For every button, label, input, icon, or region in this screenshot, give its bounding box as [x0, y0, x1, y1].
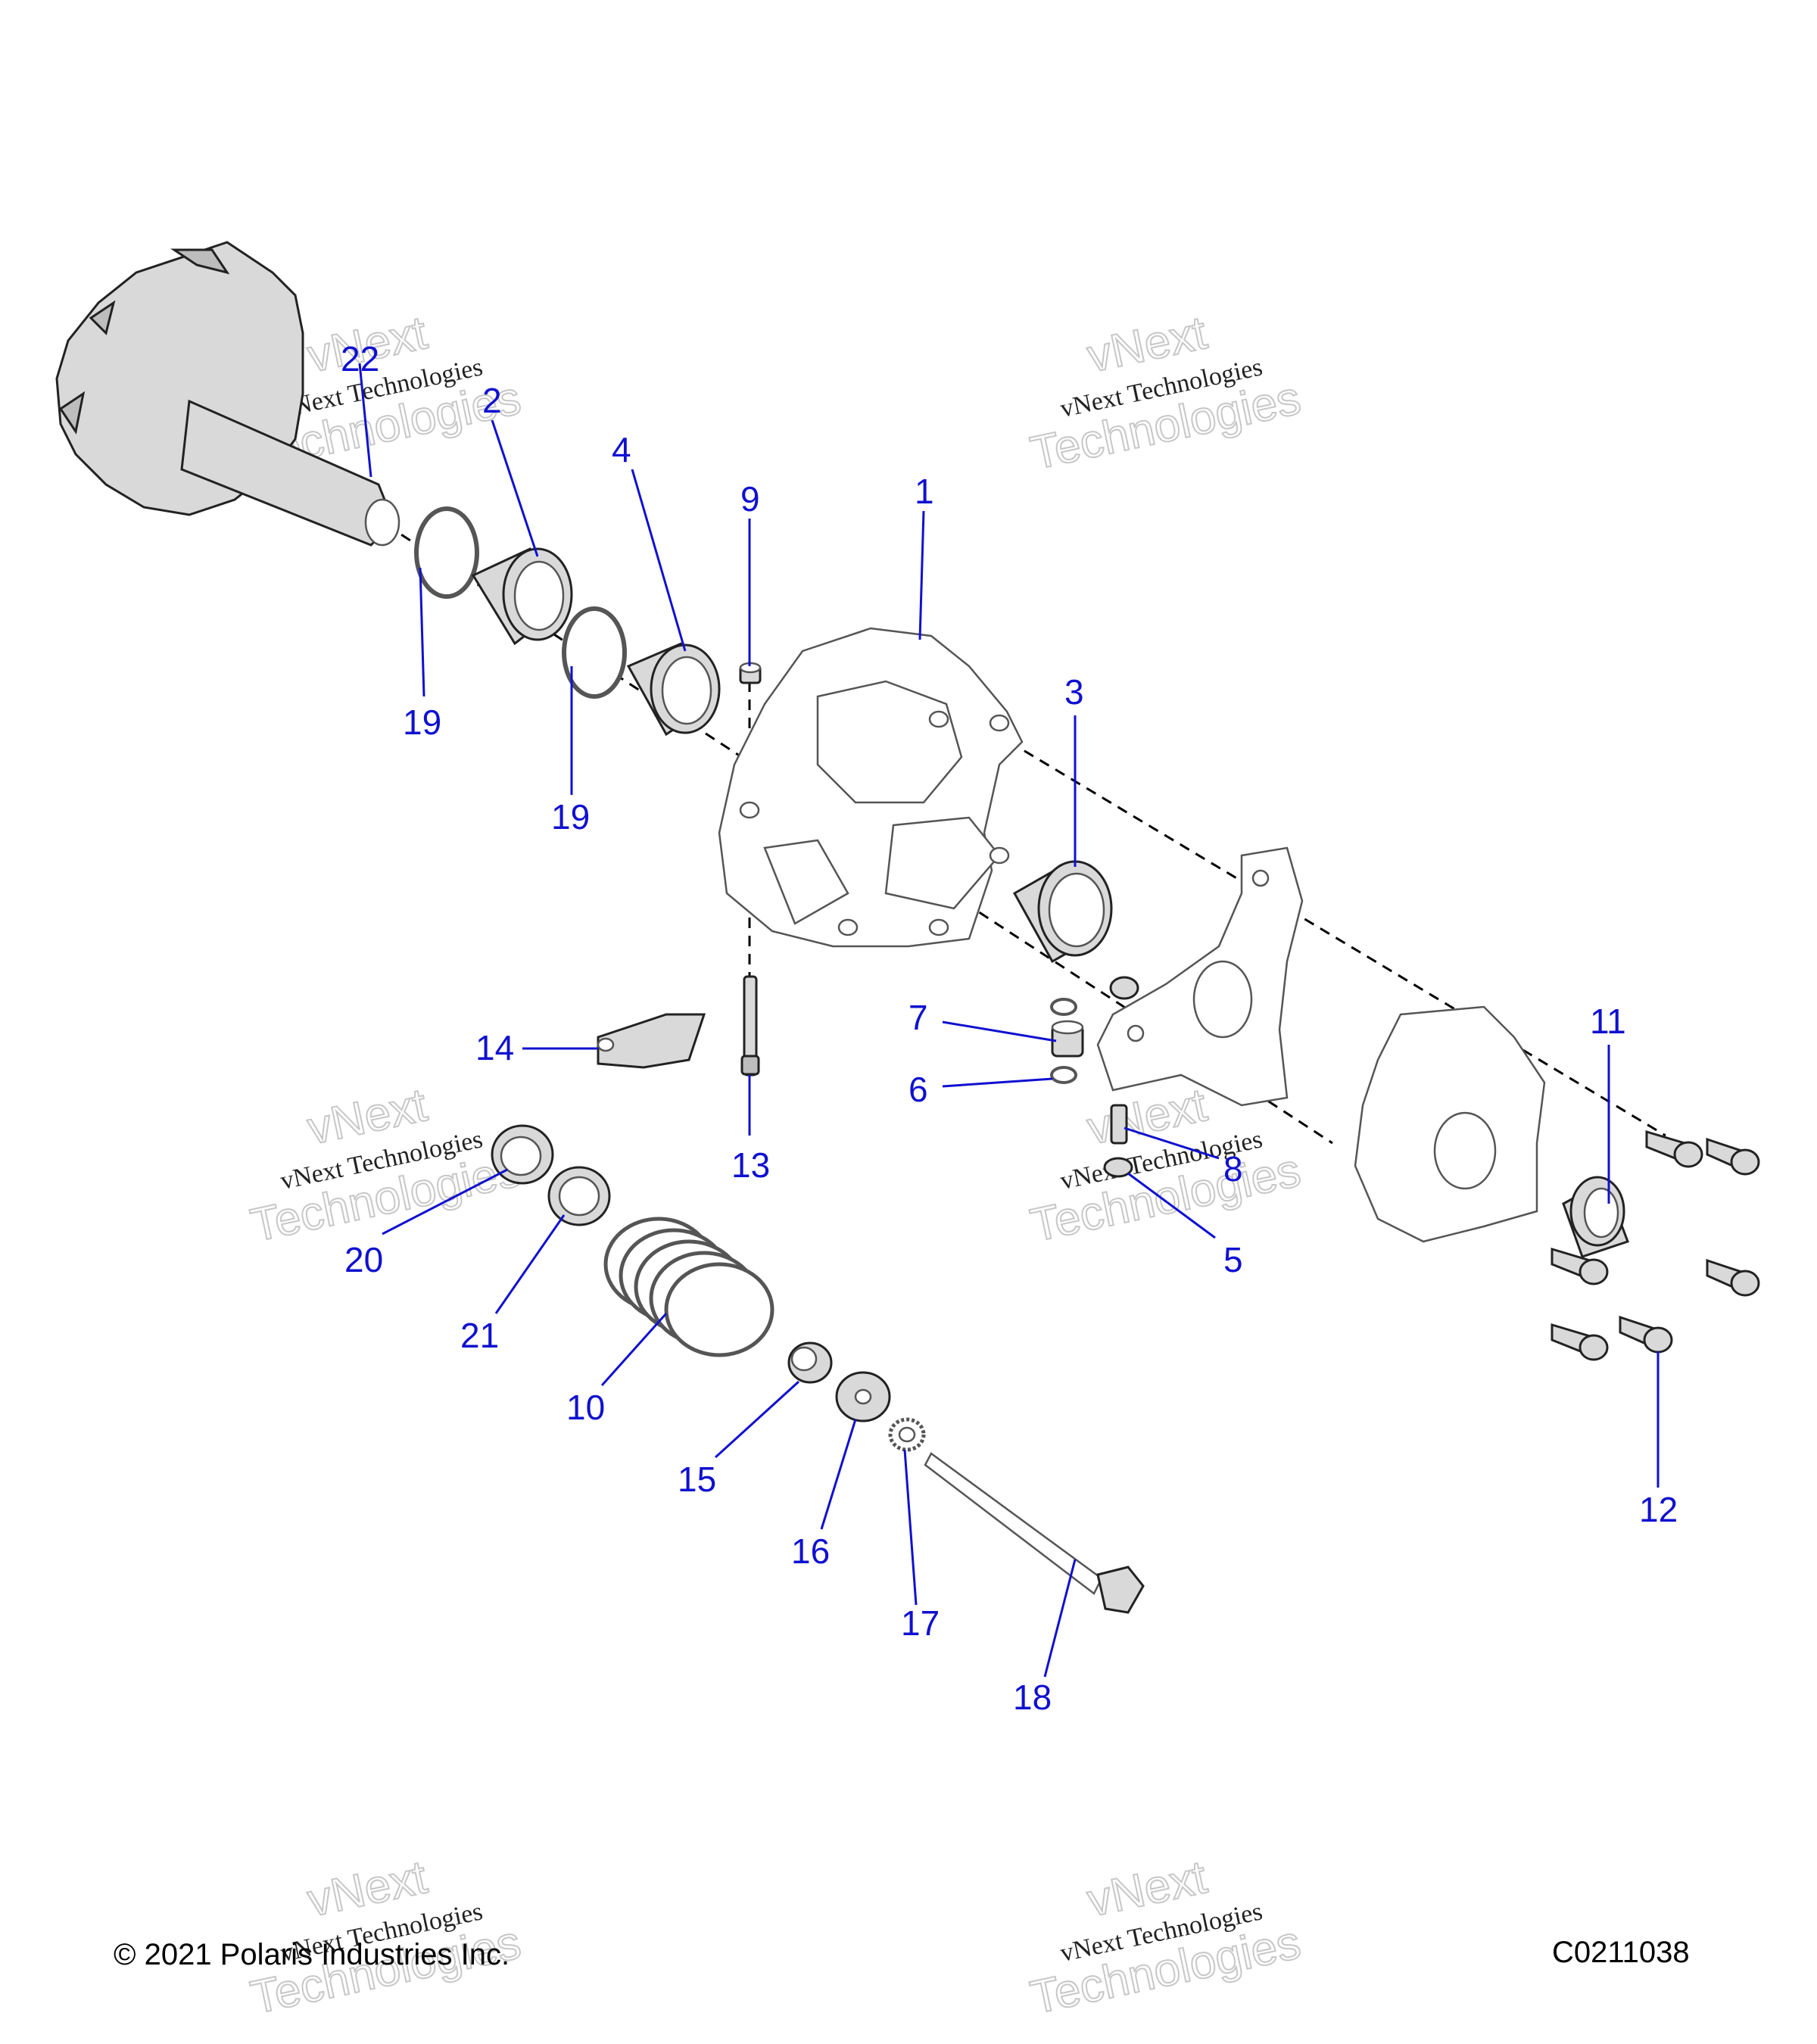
callout-13: 13: [731, 1145, 770, 1185]
callout-2: 2: [482, 381, 502, 420]
bolt-3: [1551, 1247, 1609, 1285]
upper-axis-centerline: [946, 703, 1666, 1137]
bolt-1: [1645, 1129, 1703, 1168]
callout-22: 22: [341, 339, 379, 379]
part-13-pin: [740, 975, 760, 1077]
callout-10: 10: [566, 1388, 605, 1427]
leader-6: [942, 1077, 1053, 1088]
leader-2: [491, 419, 539, 557]
leader-8: [1124, 1126, 1220, 1160]
part-nut-upper: [1109, 976, 1139, 1000]
part-10-spring: [603, 1217, 774, 1357]
part-22-sheave-shaft: [55, 241, 400, 547]
watermark-mid-left: vNext vNext Technologies Technologies: [245, 1078, 525, 1253]
callout-16: 16: [791, 1531, 830, 1571]
callout-21: 21: [460, 1316, 499, 1355]
leader-19a: [419, 567, 425, 697]
part-4-bushing: [626, 642, 721, 737]
leader-22: [358, 363, 372, 478]
bolt-4: [1706, 1258, 1760, 1297]
callout-20: 20: [344, 1240, 383, 1279]
part-19-ring-a: [414, 506, 479, 599]
callout-7: 7: [908, 998, 928, 1037]
leader-5: [1127, 1172, 1216, 1239]
part-15-spacer: [787, 1341, 833, 1384]
watermark-top-right: vNext vNext Technologies Technologies: [1025, 306, 1305, 481]
callout-8: 8: [1223, 1149, 1243, 1189]
leader-18: [1043, 1559, 1077, 1678]
part-18-bolt: [924, 1452, 1145, 1614]
bolt-2: [1706, 1137, 1760, 1176]
callout-12: 12: [1639, 1490, 1678, 1529]
callout-19a: 19: [403, 703, 441, 742]
part-6-washer-bottom: [1050, 1066, 1077, 1084]
part-14-weight: [597, 1013, 706, 1069]
part-1-housing: [718, 627, 1024, 948]
part-6-washer-top: [1050, 998, 1077, 1016]
part-2-bushing: [471, 547, 573, 646]
leader-7: [942, 1020, 1057, 1042]
callout-4: 4: [612, 430, 631, 469]
leader-16: [820, 1419, 857, 1530]
copyright-text: © 2021 Polaris Industries Inc.: [114, 1938, 510, 1971]
part-19-ring-b: [562, 606, 627, 699]
callout-17: 17: [901, 1603, 940, 1643]
leader-10: [600, 1312, 668, 1387]
drawing-code: C0211038: [1552, 1936, 1690, 1969]
part-21-washer: [547, 1166, 611, 1226]
callout-6: 6: [908, 1070, 928, 1109]
leader-15: [714, 1380, 800, 1459]
part-16-washer: [835, 1371, 891, 1422]
cover-plate: [1354, 1005, 1546, 1243]
leader-20: [382, 1168, 508, 1235]
callout-18: 18: [1013, 1678, 1052, 1717]
callout-5: 5: [1223, 1240, 1243, 1279]
bolt-6: [1619, 1315, 1673, 1354]
part-11-bushing: [1562, 1176, 1629, 1258]
callout-11: 11: [1590, 1002, 1626, 1041]
callout-9: 9: [740, 479, 760, 519]
leader-1: [918, 510, 925, 640]
watermark-bottom-right: vNext vNext Technologies Technologies: [1025, 1850, 1305, 2025]
callout-1: 1: [915, 472, 934, 511]
spider-casting: [1096, 846, 1304, 1107]
callout-15: 15: [678, 1460, 716, 1499]
part-7-roller: [1051, 1020, 1084, 1058]
leader-4: [631, 469, 687, 652]
callout-3: 3: [1064, 672, 1084, 712]
callout-19b: 19: [551, 797, 590, 837]
bolt-5: [1551, 1323, 1609, 1361]
part-17-lockwasher: [888, 1417, 926, 1452]
watermark-bottom-left: vNext vNext Technologies Technologies: [245, 1850, 525, 2025]
part-20-ring: [491, 1124, 554, 1185]
callout-14: 14: [475, 1028, 514, 1067]
part-3-bushing: [1012, 860, 1113, 964]
part-8-pin: [1110, 1104, 1128, 1145]
part-5-cap: [1103, 1157, 1133, 1178]
leader-17: [903, 1449, 918, 1606]
leader-21: [494, 1214, 566, 1314]
